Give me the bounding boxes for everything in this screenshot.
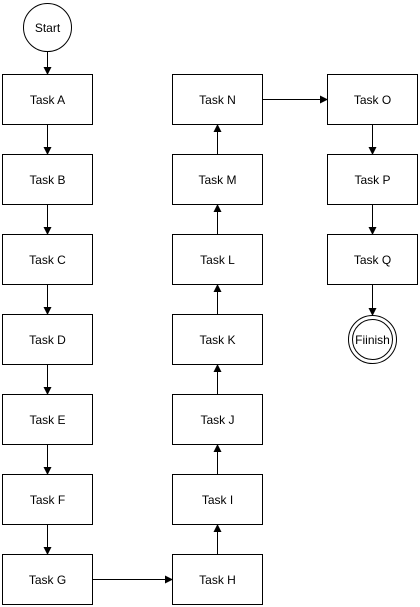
finish-node: Fiinish (348, 315, 397, 364)
task-a-node: Task A (2, 74, 93, 125)
task-k-node: Task K (172, 314, 263, 365)
task-j-node: Task J (172, 394, 263, 445)
task-o-node: Task O (327, 74, 418, 125)
task-l-node: Task L (172, 234, 263, 285)
task-p-label: Task P (354, 172, 391, 187)
task-n-label: Task N (199, 92, 236, 107)
task-i-label: Task I (201, 492, 234, 507)
task-g-label: Task G (28, 572, 67, 587)
task-n-node: Task N (172, 74, 263, 125)
task-e-node: Task E (2, 394, 93, 445)
task-m-node: Task M (172, 154, 263, 205)
task-l-label: Task L (200, 252, 235, 267)
finish-inner-ring (352, 319, 393, 360)
task-j-label: Task J (200, 412, 235, 427)
task-b-node: Task B (2, 154, 93, 205)
task-o-label: Task O (353, 92, 392, 107)
task-h-label: Task H (199, 572, 236, 587)
task-a-label: Task A (29, 92, 66, 107)
task-i-node: Task I (172, 474, 263, 525)
task-m-label: Task M (198, 172, 237, 187)
task-h-node: Task H (172, 554, 263, 605)
start-label: Start (34, 20, 61, 35)
task-d-label: Task D (29, 332, 66, 347)
task-k-label: Task K (199, 332, 236, 347)
task-b-label: Task B (29, 172, 66, 187)
finish-label: Fiinish (355, 332, 390, 347)
task-d-node: Task D (2, 314, 93, 365)
task-q-label: Task Q (353, 252, 392, 267)
task-f-label: Task F (29, 492, 66, 507)
task-f-node: Task F (2, 474, 93, 525)
task-c-node: Task C (2, 234, 93, 285)
task-e-label: Task E (29, 412, 66, 427)
task-q-node: Task Q (327, 234, 418, 285)
task-c-label: Task C (29, 252, 66, 267)
task-p-node: Task P (327, 154, 418, 205)
task-g-node: Task G (2, 554, 93, 605)
start-node: Start (23, 3, 72, 52)
